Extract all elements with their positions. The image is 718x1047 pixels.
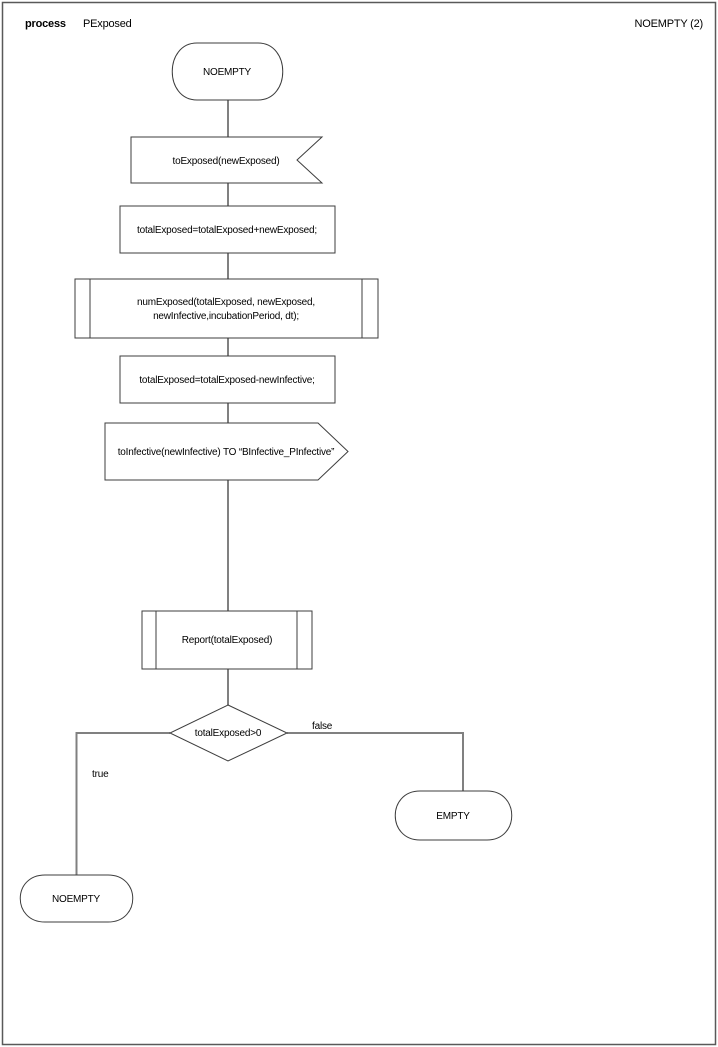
connectors	[75, 100, 464, 875]
node-output-signal: toInfective(newInfective) TO “BInfective…	[104, 422, 349, 481]
diagram-header: process PExposed NOEMPTY (2)	[25, 18, 703, 30]
node-start-state-noempty: NOEMPTY	[171, 42, 284, 101]
input-signal-label: toExposed(newExposed)	[173, 156, 280, 167]
node-input-signal: toExposed(newExposed)	[130, 136, 324, 184]
connector-true-branch	[75, 732, 170, 875]
node-state-noempty: NOEMPTY	[19, 874, 134, 923]
procedure-shape	[141, 610, 313, 670]
state-shape	[171, 42, 284, 101]
procedure-label-line1: numExposed(totalExposed, newExposed,	[137, 297, 315, 308]
state-noempty-label: NOEMPTY	[52, 894, 101, 905]
task-add-label: totalExposed=totalExposed+newExposed;	[137, 225, 317, 236]
true-branch-label: true	[92, 769, 109, 780]
header-page-ref: NOEMPTY (2)	[635, 18, 704, 30]
procedure-label-line2: newInfective,incubationPeriod, dt);	[153, 311, 299, 322]
task-shape	[119, 205, 336, 254]
node-state-empty: EMPTY	[394, 790, 513, 841]
output-signal-shape	[104, 422, 349, 481]
node-procedure-num-exposed: numExposed(totalExposed, newExposed, new…	[74, 278, 379, 339]
output-signal-label: toInfective(newInfective) TO “BInfective…	[118, 447, 335, 458]
procedure-report-label: Report(totalExposed)	[182, 635, 273, 646]
state-shape	[394, 790, 513, 841]
input-signal-shape	[130, 136, 324, 184]
decision-shape	[168, 704, 289, 762]
node-task-subtract: totalExposed=totalExposed-newInfective;	[119, 355, 336, 404]
start-state-label: NOEMPTY	[203, 67, 252, 78]
procedure-shape	[74, 278, 379, 339]
decision-label: totalExposed>0	[195, 728, 262, 739]
task-shape	[119, 355, 336, 404]
header-kind-label: process	[25, 18, 66, 30]
node-task-add: totalExposed=totalExposed+newExposed;	[119, 205, 336, 254]
connector-false-branch	[287, 732, 464, 791]
state-empty-label: EMPTY	[436, 811, 470, 822]
node-decision: totalExposed>0	[168, 704, 289, 762]
false-branch-label: false	[312, 721, 333, 732]
node-procedure-report: Report(totalExposed)	[141, 610, 313, 670]
header-process-name: PExposed	[83, 18, 132, 30]
state-shape	[19, 874, 134, 923]
task-subtract-label: totalExposed=totalExposed-newInfective;	[139, 375, 314, 386]
